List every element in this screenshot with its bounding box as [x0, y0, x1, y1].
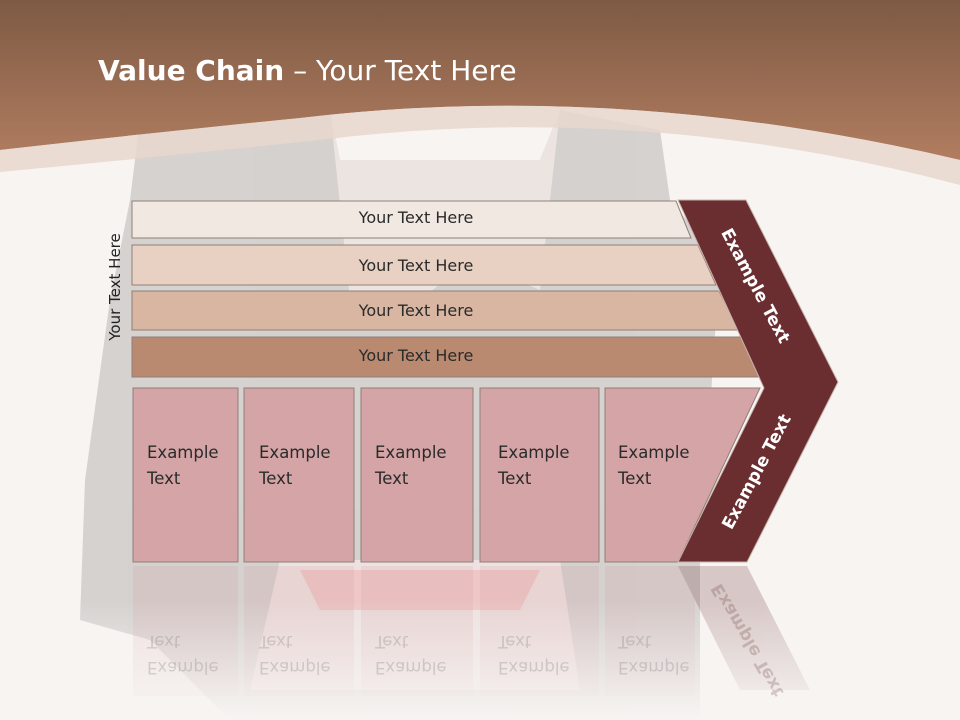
- cell-line-2: Text: [375, 469, 409, 488]
- title-rest: – Your Text Here: [284, 54, 517, 87]
- cell-line-1: Example: [618, 443, 690, 462]
- cell-4-reflection: Example Text: [498, 628, 570, 680]
- cell-line-2: Text: [259, 469, 293, 488]
- reflection-line-1: Example: [618, 658, 690, 677]
- primary-cell-5-label: Example Text: [618, 440, 690, 492]
- support-bar-4-label: Your Text Here: [358, 346, 474, 365]
- header-swoosh: [0, 105, 960, 185]
- cell-line-2: Text: [618, 469, 652, 488]
- reflection-line-1: Example: [147, 658, 219, 677]
- support-bar-3-label: Your Text Here: [358, 301, 474, 320]
- margin-arrow: [677, 199, 839, 563]
- primary-cell-2-label: Example Text: [259, 440, 331, 492]
- title-bold: Value Chain: [98, 54, 285, 87]
- reflection-line-2: Text: [259, 632, 293, 651]
- support-bar-1-label: Your Text Here: [358, 208, 474, 227]
- primary-cell-1: [132, 387, 239, 563]
- reflection-line-1: Example: [498, 658, 570, 677]
- primary-cell-3-label: Example Text: [375, 440, 447, 492]
- primary-cell-2: [243, 387, 355, 563]
- header-band: [0, 0, 960, 160]
- slide-title: Value Chain – Your Text Here: [98, 54, 517, 87]
- primary-cell-4-label: Example Text: [498, 440, 570, 492]
- primary-cell-4: [479, 387, 600, 563]
- primary-cell-1-label: Example Text: [147, 440, 219, 492]
- cell-line-2: Text: [498, 469, 532, 488]
- reflection-line-2: Text: [375, 632, 409, 651]
- reflection-line-1: Example: [375, 658, 447, 677]
- cell-2-reflection: Example Text: [259, 628, 331, 680]
- cell-5-reflection: Example Text: [618, 628, 690, 680]
- reflection-line-2: Text: [498, 632, 532, 651]
- cell-1-reflection: Example Text: [147, 628, 219, 680]
- support-bar-2-label: Your Text Here: [358, 256, 474, 275]
- support-bar-2: [131, 244, 717, 286]
- support-bar-1: [131, 200, 692, 239]
- side-label-text: Your Text Here: [106, 233, 124, 341]
- cell-3-reflection: Example Text: [375, 628, 447, 680]
- reflection-line-2: Text: [618, 632, 652, 651]
- cell-line-1: Example: [259, 443, 331, 462]
- cell-line-1: Example: [498, 443, 570, 462]
- primary-cell-3: [360, 387, 474, 563]
- reflection-line-2: Text: [147, 632, 181, 651]
- reflection-line-1: Example: [259, 658, 331, 677]
- cell-line-1: Example: [375, 443, 447, 462]
- cell-line-2: Text: [147, 469, 181, 488]
- cell-line-1: Example: [147, 443, 219, 462]
